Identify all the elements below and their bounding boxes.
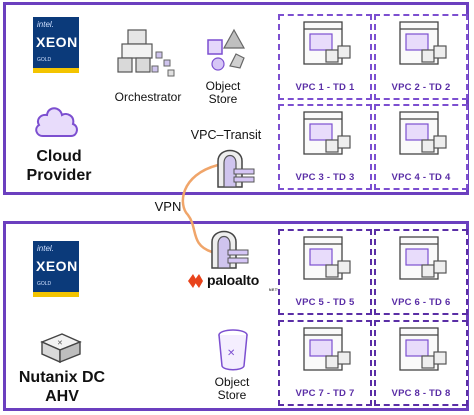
vpc-box: VPC 3 - TD 3 [278,104,372,190]
object-store-shapes-icon [207,28,246,71]
svg-text:✕: ✕ [57,339,63,347]
intel-xeon-logo: intel. XEON GOLD [33,17,79,73]
server-icon: ✕ [40,333,82,364]
vpc-label: VPC 2 - TD 2 [391,82,451,93]
paloalto-logo: paloalto NETWORKS [207,272,293,292]
cloud-icon [35,107,78,137]
nutanix-dc-title: Nutanix DC AHV [18,369,106,405]
vpc-label: VPC 7 - TD 7 [295,388,355,399]
cloud-provider-title: Cloud Provider [26,148,92,184]
firewall-tunnel-icon [217,149,255,188]
vpn-label: VPN [154,199,182,214]
onprem-object-store-label: Object Store [214,375,250,402]
vpc-transit-label: VPC–Transit [190,128,262,142]
vpc-box: VPC 1 - TD 1 [278,14,372,100]
vpc-label: VPC 3 - TD 3 [295,172,355,183]
intel-xeon-logo: intel. XEON GOLD [33,241,79,297]
vpc-label: VPC 6 - TD 6 [391,297,451,308]
vpc-label: VPC 8 - TD 8 [391,388,451,399]
vpc-label: VPC 4 - TD 4 [391,172,451,183]
vpc-box: VPC 5 - TD 5 [278,229,372,315]
vpc-box: VPC 4 - TD 4 [374,104,468,190]
vpc-box: VPC 8 - TD 8 [374,320,468,406]
vpc-box: VPC 2 - TD 2 [374,14,468,100]
svg-text:✕: ✕ [227,348,235,359]
vpc-box: VPC 6 - TD 6 [374,229,468,315]
paloalto-logo-icon [188,274,203,288]
vpc-label: VPC 5 - TD 5 [295,297,355,308]
cloud-object-store-label: Object Store [205,79,241,106]
vpn-connection-line [181,163,219,254]
vpc-label: VPC 1 - TD 1 [295,82,355,93]
orchestrator-label: Orchestrator [114,90,182,104]
firewall-tunnel-icon [211,230,249,269]
orchestrator-icon [117,29,175,77]
vpc-box: VPC 7 - TD 7 [278,320,372,406]
object-store-bucket-icon: ✕ [218,329,248,371]
